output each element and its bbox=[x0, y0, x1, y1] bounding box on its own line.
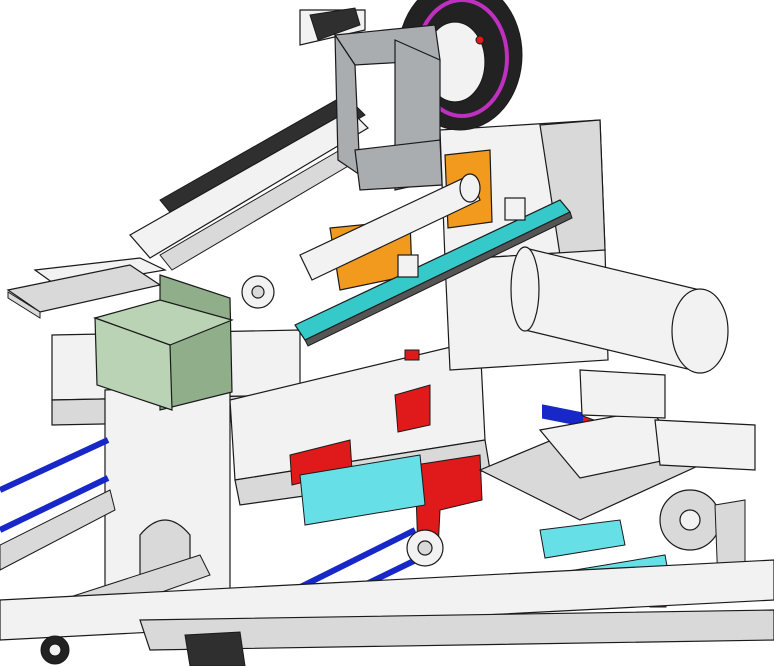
right-tray bbox=[478, 369, 756, 586]
cylinder-actuator bbox=[510, 246, 729, 374]
cyan-linear-rail bbox=[294, 197, 573, 347]
base-frame bbox=[0, 529, 774, 666]
orange-bearing bbox=[299, 149, 493, 291]
stepper-motor bbox=[93, 274, 275, 411]
wheel-assembly bbox=[333, 0, 523, 191]
rear-belt-conveyor bbox=[129, 7, 369, 271]
upper-left-plate bbox=[6, 257, 167, 319]
